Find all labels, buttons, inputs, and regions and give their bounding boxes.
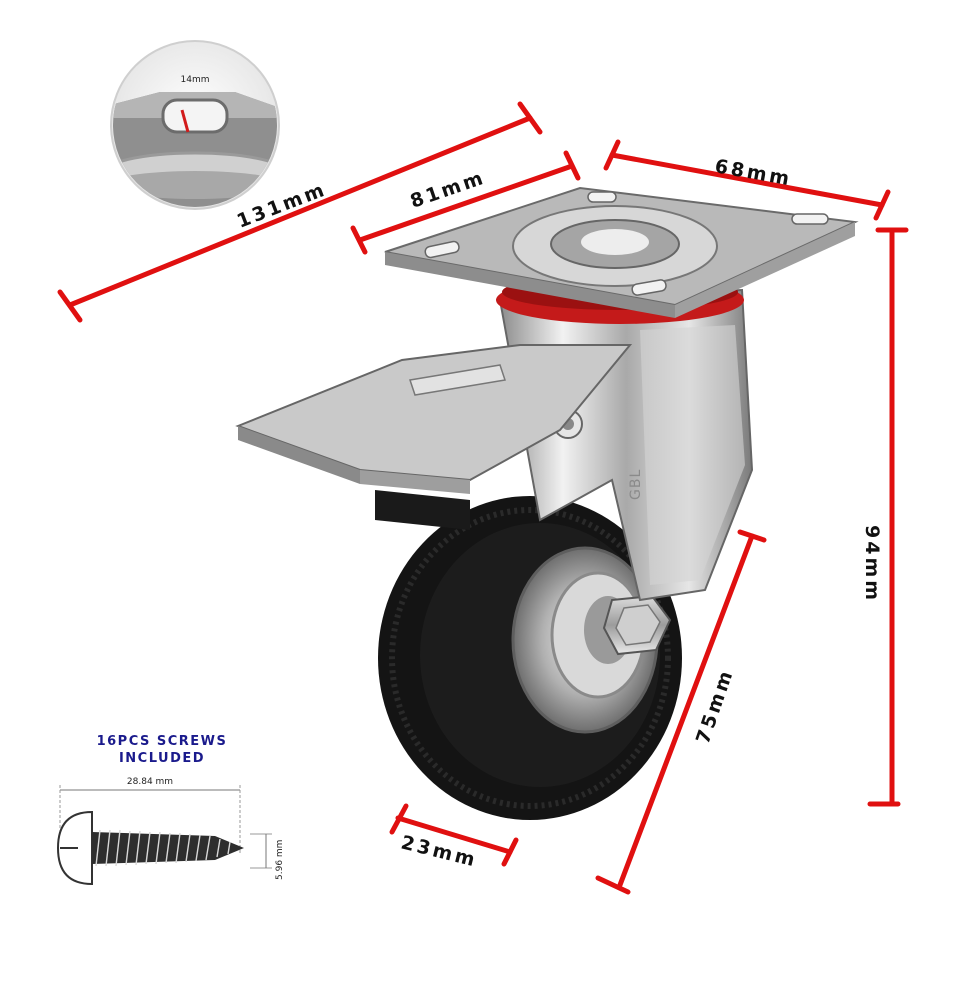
dimension-line-plate-width bbox=[603, 139, 891, 221]
screws-title-line2: INCLUDED bbox=[119, 751, 205, 766]
brake-pedal bbox=[235, 344, 633, 530]
dimension-line-plate-length bbox=[350, 150, 581, 255]
dimension-line-total-height bbox=[867, 227, 909, 807]
caster-wheel: GBL bbox=[235, 186, 859, 820]
mounting-plate bbox=[384, 186, 859, 318]
label-plate-width: 68mm bbox=[713, 155, 794, 190]
label-plate-length: 81mm bbox=[407, 167, 488, 213]
bolt-hole-label: 14mm bbox=[181, 75, 210, 85]
screws-detail: 16PCS SCREWS INCLUDED 28.84 mm bbox=[56, 734, 285, 886]
dimension-line-overall-length bbox=[57, 101, 543, 323]
screw-diameter-label: 5.96 mm bbox=[275, 840, 285, 880]
screw-length-label: 28.84 mm bbox=[127, 777, 173, 787]
bolt-hole-inset: 14mm bbox=[110, 40, 280, 210]
dimension-lines bbox=[57, 101, 909, 895]
screws-title-line1: 16PCS SCREWS bbox=[97, 734, 228, 749]
dimension-line-wheel-width bbox=[389, 803, 519, 867]
brand-logo-text: GBL bbox=[628, 469, 644, 500]
label-total-height: 94mm bbox=[861, 525, 883, 603]
dimension-line-wheel-diameter bbox=[595, 529, 767, 895]
brand-logo: GBL bbox=[628, 469, 644, 500]
